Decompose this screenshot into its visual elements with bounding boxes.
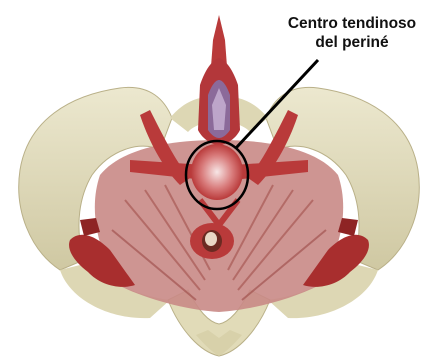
perineal-body (191, 144, 243, 200)
annotation-label-line1: Centro tendinoso (272, 14, 432, 33)
annotation-label: Centro tendinoso del periné (272, 14, 432, 52)
annotation-label-line2: del periné (272, 33, 432, 52)
